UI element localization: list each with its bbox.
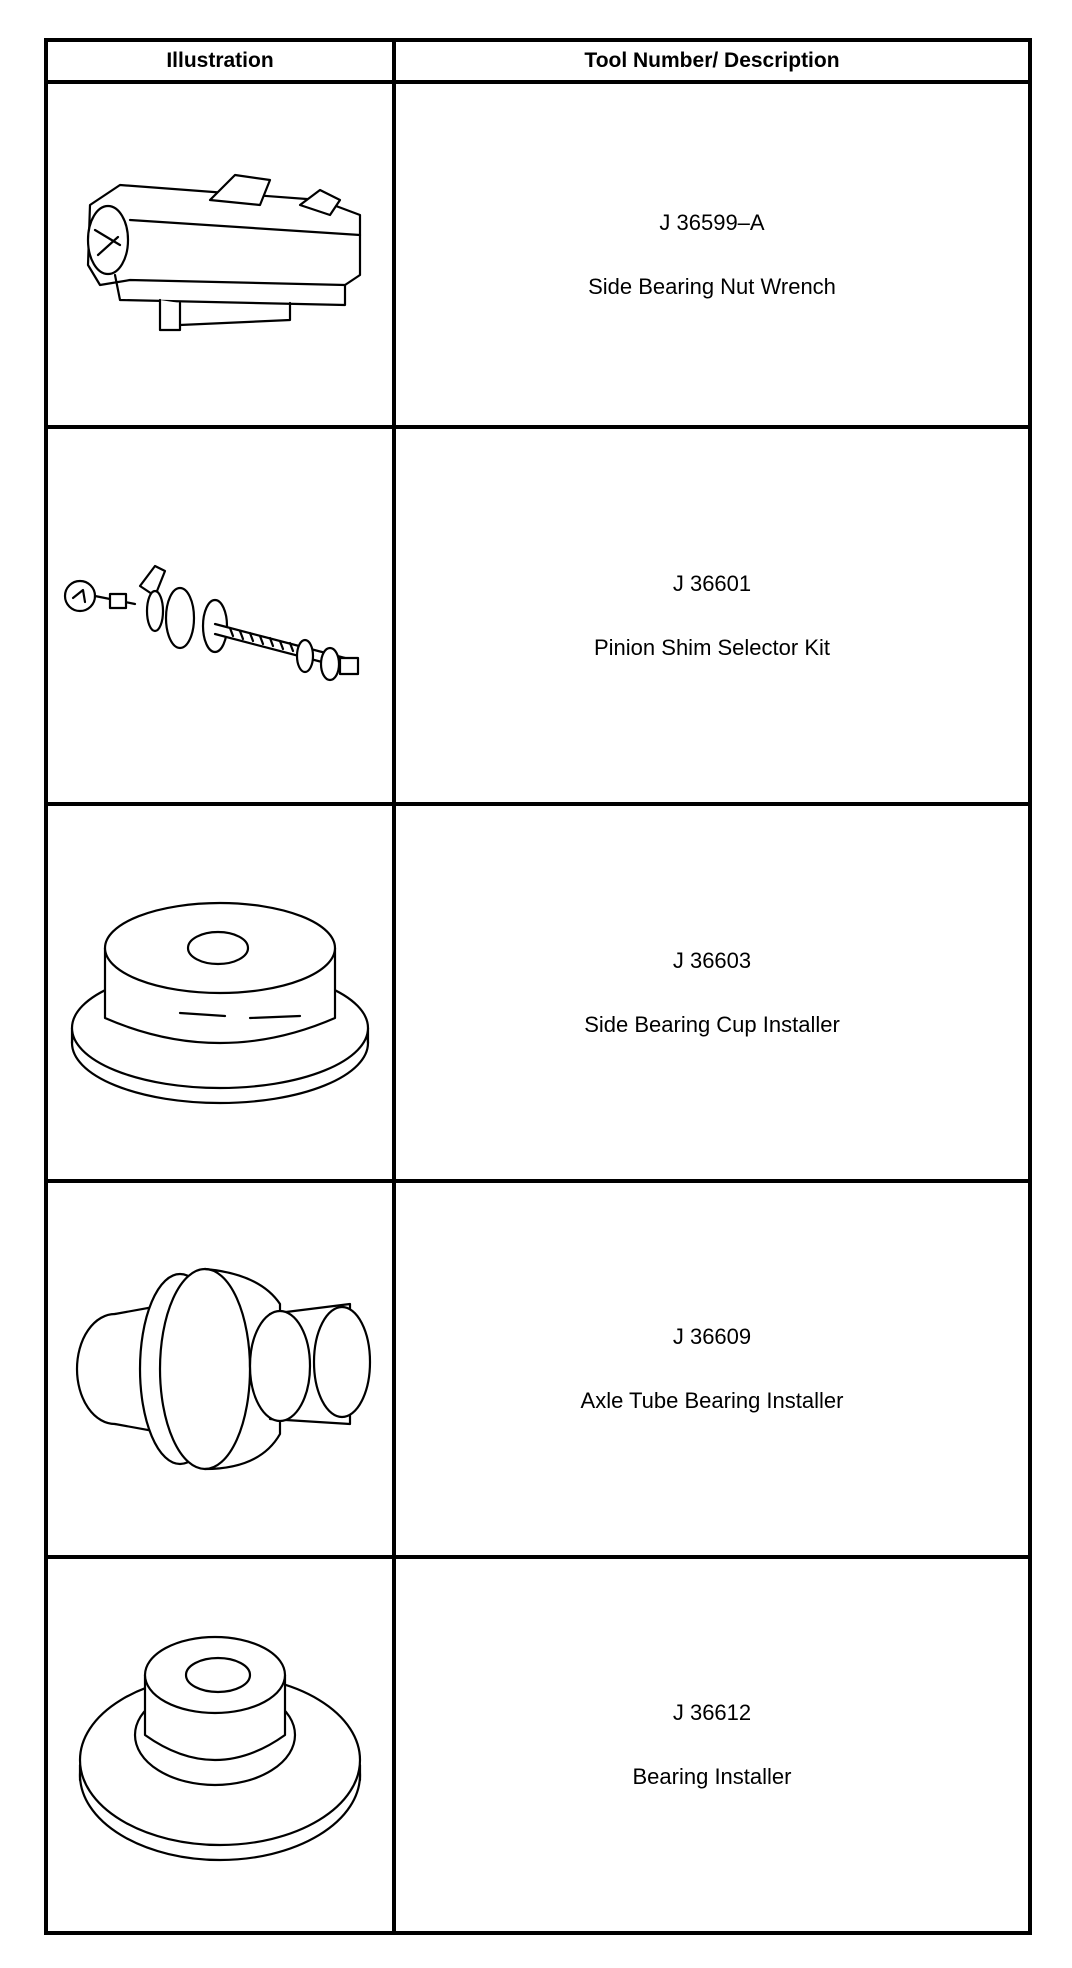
table-row: J 36599–A Side Bearing Nut Wrench bbox=[44, 80, 1032, 429]
tool-number: J 36612 bbox=[672, 1700, 752, 1725]
pinion-shim-selector-kit-icon bbox=[63, 564, 360, 681]
tool-number: J 36601 bbox=[672, 570, 752, 596]
tool-description: Pinion Shim Selector Kit bbox=[594, 634, 830, 660]
side-bearing-nut-wrench-icon bbox=[86, 173, 362, 331]
header-illustration: Illustration bbox=[44, 38, 396, 84]
tools-table: Illustration Tool Number/ Description bbox=[44, 38, 1032, 1935]
side-bearing-cup-installer-icon bbox=[70, 901, 370, 1104]
table-row: J 36609 Axle Tube Bearing Installer bbox=[44, 1179, 1032, 1559]
table-row: J 36612 Bearing Installer bbox=[44, 1555, 1032, 1935]
illustration-cell bbox=[44, 425, 396, 806]
illustration-cell bbox=[44, 1555, 396, 1935]
bearing-installer-icon bbox=[78, 1635, 362, 1862]
description-cell: J 36599–A Side Bearing Nut Wrench bbox=[392, 80, 1032, 429]
table-header-row: Illustration Tool Number/ Description bbox=[44, 38, 1032, 84]
table-row: J 36601 Pinion Shim Selector Kit bbox=[44, 425, 1032, 806]
description-cell: J 36612 Bearing Installer bbox=[392, 1555, 1032, 1935]
tool-description: Side Bearing Cup Installer bbox=[584, 1011, 840, 1037]
table-row: J 36603 Side Bearing Cup Installer bbox=[44, 802, 1032, 1183]
illustration-cell bbox=[44, 80, 396, 429]
tool-number: J 36599–A bbox=[659, 209, 765, 235]
header-tool-number-description: Tool Number/ Description bbox=[392, 38, 1032, 84]
tool-description: Side Bearing Nut Wrench bbox=[588, 273, 836, 299]
axle-tube-bearing-installer-icon bbox=[75, 1267, 372, 1471]
illustration-cell bbox=[44, 802, 396, 1183]
tool-number: J 36609 bbox=[672, 1324, 752, 1349]
description-cell: J 36601 Pinion Shim Selector Kit bbox=[392, 425, 1032, 806]
description-cell: J 36603 Side Bearing Cup Installer bbox=[392, 802, 1032, 1183]
tool-description: Bearing Installer bbox=[632, 1764, 792, 1789]
tool-number: J 36603 bbox=[672, 947, 752, 973]
tool-description: Axle Tube Bearing Installer bbox=[580, 1388, 844, 1413]
illustration-cell bbox=[44, 1179, 396, 1559]
description-cell: J 36609 Axle Tube Bearing Installer bbox=[392, 1179, 1032, 1559]
